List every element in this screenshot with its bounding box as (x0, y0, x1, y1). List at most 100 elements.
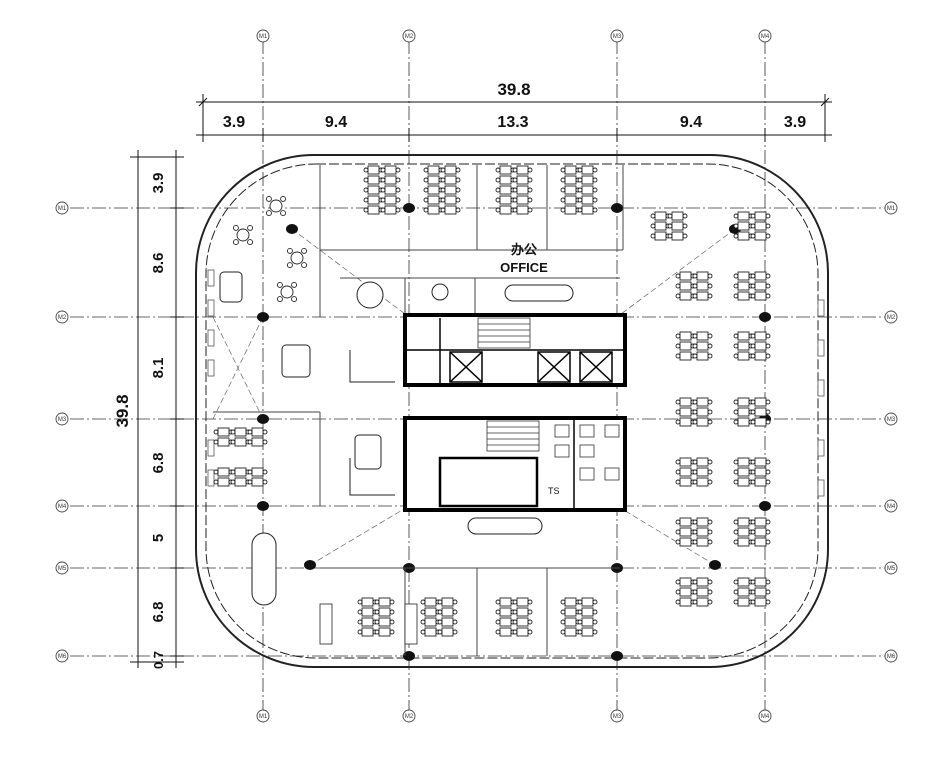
axis-bubble (610, 709, 624, 723)
chair (750, 333, 756, 339)
chair (750, 409, 756, 415)
chair (262, 439, 268, 445)
chair (765, 273, 771, 279)
chair (495, 629, 501, 635)
desk (424, 627, 437, 637)
desk (378, 617, 391, 627)
desk (217, 427, 230, 437)
desk (516, 185, 529, 195)
chair (765, 333, 771, 339)
desk (737, 271, 750, 281)
desk (696, 457, 709, 467)
chair (675, 399, 681, 405)
chair (667, 223, 673, 229)
chair (592, 629, 598, 635)
chair (232, 239, 239, 246)
desk (679, 291, 692, 301)
chair (577, 629, 583, 635)
chair (592, 187, 598, 193)
desk (696, 351, 709, 361)
chair (692, 409, 698, 415)
desk (427, 185, 440, 195)
desk (581, 597, 594, 607)
desk (696, 331, 709, 341)
desk (444, 165, 457, 175)
desk (679, 517, 692, 527)
chair (733, 233, 739, 239)
chair (765, 399, 771, 405)
chair (707, 343, 713, 349)
chair (765, 579, 771, 585)
desk (754, 211, 767, 221)
axis-label: M4 (761, 34, 770, 40)
chair (733, 459, 739, 465)
chair (733, 333, 739, 339)
chair (577, 599, 583, 605)
desk (679, 417, 692, 427)
desk (696, 597, 709, 607)
chair (374, 619, 380, 625)
desk (564, 195, 577, 205)
axis-label: M2 (405, 714, 414, 720)
desk (737, 457, 750, 467)
chair (750, 519, 756, 525)
chair (527, 177, 533, 183)
chair (750, 233, 756, 239)
chair (707, 519, 713, 525)
chair (374, 609, 380, 615)
chair (512, 187, 518, 193)
shelf (319, 603, 333, 645)
chair (707, 273, 713, 279)
dim-label: 3.9 (223, 114, 245, 131)
dim-label: 9.4 (680, 114, 702, 131)
chair (692, 539, 698, 545)
chair (592, 177, 598, 183)
chair (527, 197, 533, 203)
chair (733, 529, 739, 535)
desk (754, 517, 767, 527)
desk (499, 205, 512, 215)
chair (675, 353, 681, 359)
chair (440, 207, 446, 213)
overall-width-label: 39.8 (497, 80, 530, 99)
axis-labels: M1 M2 M3 M4 M1 M2 M3 M4 M1 M2 M3 M4 M5 M… (58, 34, 896, 720)
desk (499, 607, 512, 617)
desk (217, 467, 230, 477)
chair (675, 333, 681, 339)
axis-bubble (402, 709, 416, 723)
dim-label: 13.3 (497, 114, 528, 131)
desk (679, 341, 692, 351)
chair (213, 469, 219, 475)
chair (650, 233, 656, 239)
chair (527, 207, 533, 213)
chair (675, 469, 681, 475)
chair (363, 187, 369, 193)
chair (765, 353, 771, 359)
conference-table (251, 532, 277, 606)
desk (679, 527, 692, 537)
chair (675, 293, 681, 299)
axis-bubble (758, 709, 772, 723)
column (257, 414, 269, 424)
sofa (219, 271, 243, 303)
desk (581, 617, 594, 627)
chair (247, 224, 254, 231)
axis-bubble (758, 29, 772, 43)
column (403, 651, 415, 661)
desk (499, 185, 512, 195)
chair (495, 609, 501, 615)
desk (754, 587, 767, 597)
desk (516, 205, 529, 215)
axis-bubble (884, 201, 898, 215)
desk (737, 527, 750, 537)
column (759, 312, 771, 322)
chair (577, 167, 583, 173)
axis-bubble (884, 649, 898, 663)
desk (424, 607, 437, 617)
axis-label: M4 (761, 714, 770, 720)
chair (707, 419, 713, 425)
desk (679, 331, 692, 341)
chair (733, 409, 739, 415)
desk (671, 221, 684, 231)
chair (750, 599, 756, 605)
